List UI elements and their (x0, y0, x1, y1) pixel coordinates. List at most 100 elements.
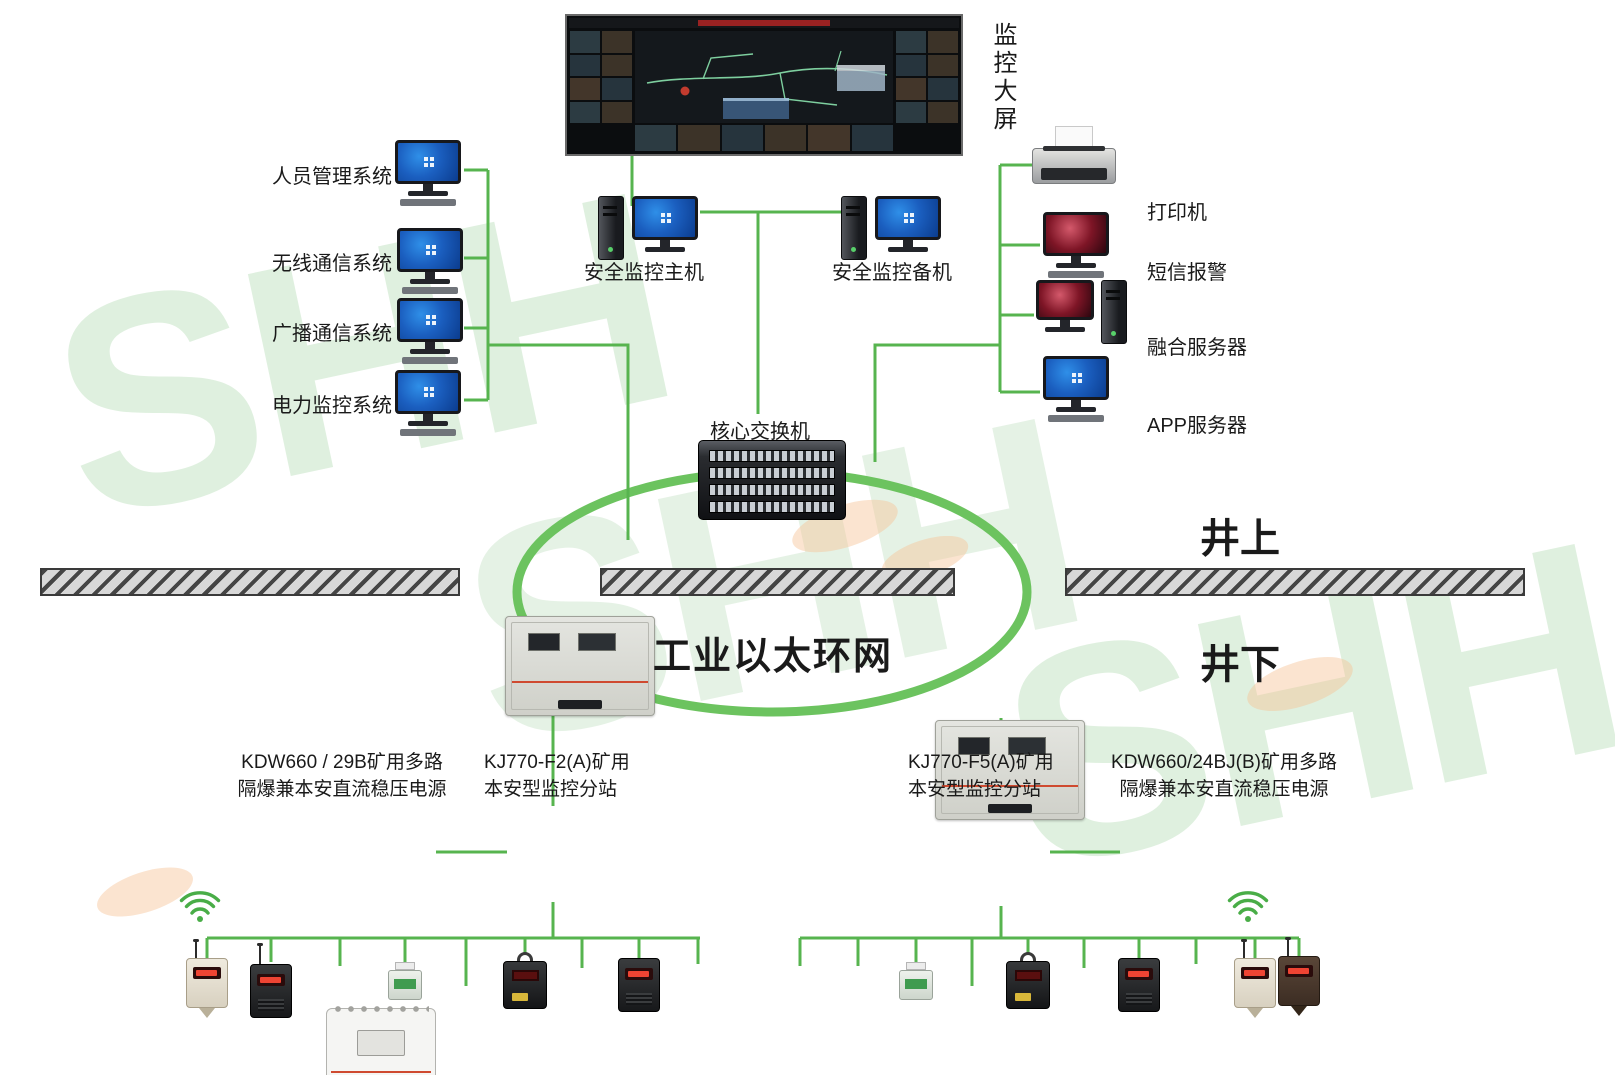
sensor-cone (1291, 1006, 1307, 1016)
label-app-server: APP服务器 (1147, 415, 1248, 437)
gas-sensor (618, 958, 660, 1012)
fusion-server-computer (1034, 280, 1127, 344)
label-personnel-system: 人员管理系统 (272, 166, 392, 188)
label-left-power-supply: KDW660 / 29B矿用多路 隔爆兼本安直流稳压电源 (237, 752, 447, 800)
switch-port-row (709, 501, 835, 513)
sensor-cone (1247, 1008, 1263, 1018)
switch-port-row (709, 484, 835, 496)
computer-tower (598, 196, 624, 260)
sensor-body (1278, 956, 1320, 1006)
computer-tower (1101, 280, 1127, 344)
sensor-body (899, 970, 933, 1000)
label-sms-alarm: 短信报警 (1147, 262, 1227, 284)
map-data-table (837, 65, 885, 91)
sensor-body (1006, 961, 1050, 1009)
camera-thumbnails-left (570, 31, 632, 123)
antenna (1241, 939, 1247, 960)
hanging-bail (1020, 952, 1036, 962)
monitor-personnel-system (392, 140, 464, 206)
label-ethernet-ring: 工业以太环网 (652, 636, 893, 678)
video-wall (565, 14, 963, 156)
monitor-screen (395, 370, 461, 414)
antenna (1285, 937, 1291, 958)
substation-display (958, 737, 990, 755)
wireless-sensor (186, 939, 228, 1018)
computer-tower (841, 196, 867, 260)
gas-sensor (250, 943, 292, 1018)
small-sensor (899, 962, 933, 1000)
antenna (193, 939, 199, 960)
keyboard-icon (400, 429, 456, 436)
hanging-sensor (1006, 952, 1050, 1009)
label-broadcast-system: 广播通信系统 (272, 323, 392, 345)
sensor-cone (199, 1008, 215, 1018)
label-printer: 打印机 (1147, 202, 1207, 224)
monitor-screen (397, 298, 463, 342)
sensor-body (250, 964, 292, 1018)
sensor-body (503, 961, 547, 1009)
ring-substation-right (935, 720, 1085, 820)
monitor-icon (629, 196, 701, 252)
switch-port-row (709, 450, 835, 462)
monitor-icon (1034, 280, 1096, 332)
monitor-screen (1043, 356, 1109, 400)
printer-icon (1032, 126, 1116, 184)
hanging-sensor (503, 952, 547, 1009)
substation-display (578, 633, 616, 651)
label-core-switch: 核心交换机 (710, 421, 810, 443)
camera-thumbnails-bottom (635, 125, 893, 151)
power-supply-left (326, 1004, 436, 1075)
keyboard-icon (400, 199, 456, 206)
label-right-power-supply: KDW660/24BJ(B)矿用多路 隔爆兼本安直流稳压电源 (1111, 752, 1337, 800)
printer-body (1032, 146, 1116, 184)
label-wireless-system: 无线通信系统 (272, 253, 392, 275)
ground-hatch-middle (600, 568, 955, 596)
ground-hatch-right (1065, 568, 1525, 596)
monitor-screen (395, 140, 461, 184)
monitor-sms-alarm (1040, 212, 1112, 278)
monitor-power-system (392, 370, 464, 436)
label-below-shaft: 井下 (1200, 643, 1280, 687)
monitoring-backup-computer (841, 196, 944, 260)
video-wall-label: 监控大屏 (989, 22, 1016, 134)
substation-display (1008, 737, 1046, 755)
nameplate (357, 1029, 405, 1056)
mine-map-panel (635, 31, 893, 123)
wireless-sensor (1234, 939, 1276, 1018)
keyboard-icon (1048, 415, 1104, 422)
small-sensor (388, 962, 422, 1000)
hanging-bail (517, 952, 533, 962)
label-fusion-server: 融合服务器 (1147, 337, 1247, 359)
label-monitoring-host: 安全监控主机 (584, 262, 704, 284)
antenna (257, 943, 263, 964)
map-status-table (723, 98, 789, 119)
label-above-shaft: 井上 (1200, 517, 1280, 561)
keyboard-icon (1048, 271, 1104, 278)
switch-port-row (709, 467, 835, 479)
keyboard-icon (402, 357, 458, 364)
video-wall-banner (569, 18, 959, 28)
core-switch-device (698, 440, 846, 520)
substation-display (528, 633, 560, 651)
camera-thumbnails-right (896, 31, 958, 123)
wireless-sensor (1278, 937, 1320, 1016)
sensor-body (1118, 958, 1160, 1012)
sensor-body (618, 958, 660, 1012)
monitoring-host-computer (598, 196, 701, 260)
gas-sensor (1118, 958, 1160, 1012)
monitor-app-server (1040, 356, 1112, 422)
label-left-substation: KJ770-F2(A)矿用 本安型监控分站 (484, 752, 630, 800)
wifi-icon (1226, 890, 1272, 929)
label-right-substation: KJ770-F5(A)矿用 本安型监控分站 (908, 752, 1054, 800)
monitor-screen (397, 228, 463, 272)
monitor-wireless-system (394, 228, 466, 294)
monitor-broadcast-system (394, 298, 466, 364)
label-monitoring-backup: 安全监控备机 (832, 262, 952, 284)
monitor-screen (1043, 212, 1109, 256)
label-power-system: 电力监控系统 (272, 395, 392, 417)
ring-substation-left (505, 616, 655, 716)
ground-hatch-left (40, 568, 460, 596)
sensor-body (1234, 958, 1276, 1008)
